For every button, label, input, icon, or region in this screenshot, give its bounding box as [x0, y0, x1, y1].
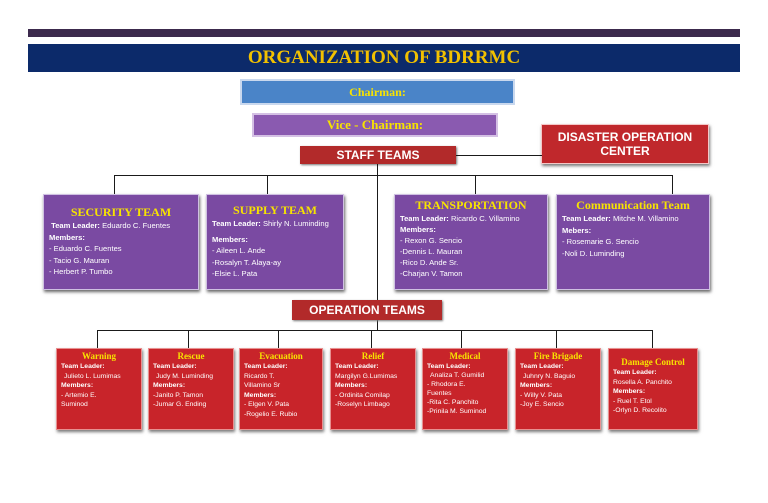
- disaster-operation-center-box: DISASTER OPERATION CENTER: [541, 124, 709, 164]
- supply-team-box: SUPPLY TEAM Team Leader: Shirly N. Lumin…: [206, 194, 344, 290]
- relief-team-box: Relief Team Leader: Margilyn G.Lumimas M…: [330, 348, 416, 430]
- communication-team-box: Communication Team Team Leader: Mitche M…: [556, 194, 710, 290]
- connector-drop-firebrigade: [556, 330, 557, 348]
- connector-staff-horizontal: [114, 175, 673, 176]
- medical-team-title: Medical: [449, 351, 481, 361]
- rescue-team-box: Rescue Team Leader: Judy M. Luminding Me…: [148, 348, 234, 430]
- warning-team-title: Warning: [81, 351, 116, 361]
- connector-drop-damagecontrol: [652, 330, 653, 348]
- medical-team-box: Medical Team Leader: Analiza T. Gumilid …: [422, 348, 508, 430]
- supply-team-title: SUPPLY TEAM: [233, 203, 317, 217]
- staff-teams-box: STAFF TEAMS: [300, 146, 456, 164]
- connector-ops-vertical: [377, 320, 378, 330]
- rescue-team-title: Rescue: [177, 351, 205, 361]
- connector-drop-transport: [475, 175, 476, 194]
- connector-drop-warning: [97, 330, 98, 348]
- damage-control-team-title: Damage Control: [621, 357, 685, 367]
- transportation-team-body: Team Leader: Ricardo C. Villamino Member…: [400, 214, 520, 278]
- vice-chairman-box: Vice - Chairman:: [252, 113, 498, 137]
- connector-ops-horizontal: [97, 330, 653, 331]
- connector-doc: [456, 155, 542, 156]
- operation-teams-box: OPERATION TEAMS: [292, 300, 442, 320]
- security-team-title: SECURITY TEAM: [70, 205, 172, 219]
- communication-team-body: Team Leader: Mitche M. Villamino Mebers:…: [562, 214, 679, 258]
- evacuation-team-box: Evacuation Team Leader: Ricardo T. Villa…: [239, 348, 323, 430]
- transportation-team-box: TRANSPORTATION Team Leader: Ricardo C. V…: [394, 194, 548, 290]
- chairman-box: Chairman:: [240, 79, 515, 105]
- fire-brigade-team-title: Fire Brigade: [533, 351, 583, 361]
- connector-drop-medical: [461, 330, 462, 348]
- connector-drop-communication: [672, 175, 673, 194]
- connector-drop-rescue: [188, 330, 189, 348]
- security-team-box: SECURITY TEAM Team Leader: Eduardo C. Fu…: [43, 194, 199, 290]
- transportation-team-title: TRANSPORTATION: [415, 198, 527, 212]
- connector-drop-supply: [267, 175, 268, 194]
- page-title: ORGANIZATION OF BDRRMC: [28, 44, 740, 72]
- evacuation-team-title: Evacuation: [259, 351, 303, 361]
- connector-drop-relief: [371, 330, 372, 348]
- connector-drop-evacuation: [278, 330, 279, 348]
- connector-main-vertical: [377, 164, 378, 300]
- security-team-body: Team Leader: Eduardo C. Fuentes Members:…: [49, 221, 171, 276]
- communication-team-title: Communication Team: [576, 198, 690, 212]
- warning-team-box: Warning Team Leader: Julieto L. Lumimas …: [56, 348, 142, 430]
- fire-brigade-team-box: Fire Brigade Team Leader: Juhnry N. Bagu…: [515, 348, 601, 430]
- connector-drop-security: [114, 175, 115, 194]
- top-decorative-bar: [28, 29, 740, 37]
- damage-control-team-box: Damage Control Team Leader: Rosella A. P…: [608, 348, 698, 430]
- supply-team-body: Team Leader: Shirly N. Luminding Members…: [212, 219, 329, 278]
- relief-team-title: Relief: [361, 351, 385, 361]
